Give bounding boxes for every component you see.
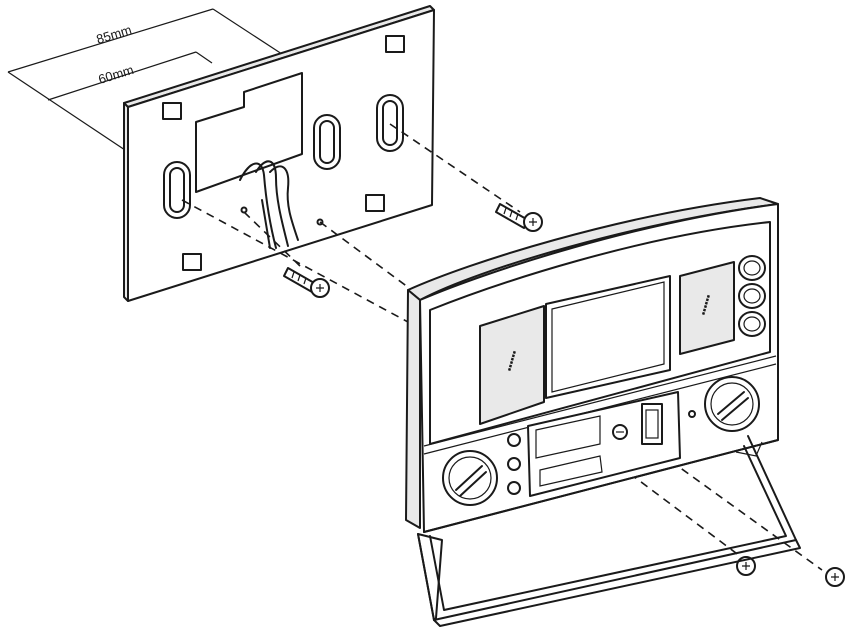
right-dial-icon xyxy=(704,376,760,432)
side-button xyxy=(507,433,521,495)
mounting-clip xyxy=(162,35,405,271)
screws xyxy=(283,203,845,587)
unit-button xyxy=(738,255,766,337)
dimension-label-60mm: 60mm xyxy=(96,62,135,87)
dimension-label-85mm: 85mm xyxy=(94,22,133,47)
thermostat-unit: ▪▪▪▪▪▪ ▪▪▪▪▪▪ xyxy=(405,197,779,533)
wall-plate xyxy=(123,5,435,302)
left-dial-icon xyxy=(442,450,498,506)
mounting-slot xyxy=(163,94,404,219)
cable-bundle xyxy=(239,160,299,249)
screw-icon xyxy=(495,203,543,232)
screw-icon xyxy=(825,567,845,587)
screw-icon xyxy=(283,267,330,298)
front-cover xyxy=(417,435,801,627)
terminal-bay xyxy=(527,391,681,497)
